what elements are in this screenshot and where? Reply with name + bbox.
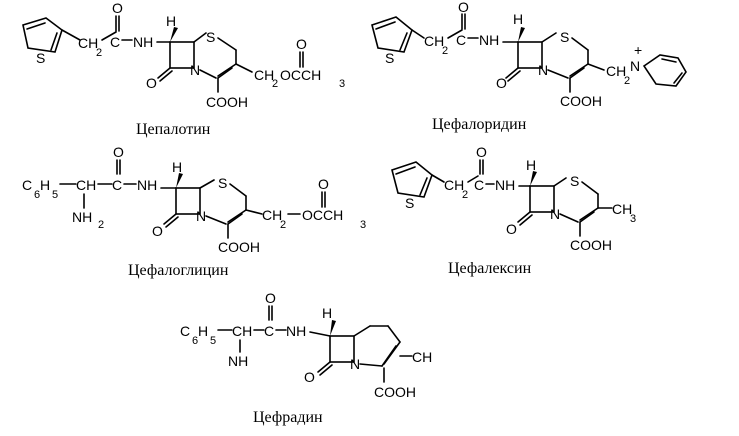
molecule-cefalexin: S CH 2 C O NH H O N S COOH CH 3 Цефалекс… xyxy=(391,144,636,277)
svg-text:CH: CH xyxy=(424,33,444,49)
svg-text:CH: CH xyxy=(412,349,432,365)
carbonyl-oxygen: O xyxy=(112,0,123,16)
svg-text:O: O xyxy=(265,290,276,306)
thiophene-ring xyxy=(22,17,63,53)
svg-text:CH: CH xyxy=(262,207,282,223)
svg-text:O: O xyxy=(476,144,487,160)
ring-nitrogen: N xyxy=(190,62,200,78)
svg-text:S: S xyxy=(570,173,579,189)
svg-text:COOH: COOH xyxy=(218,239,260,255)
svg-text:COOH: COOH xyxy=(374,384,416,400)
svg-text:CH: CH xyxy=(254,67,274,83)
svg-text:3: 3 xyxy=(630,213,636,225)
caption-cefalexin: Цефалексин xyxy=(448,260,532,277)
svg-text:2: 2 xyxy=(272,78,278,90)
svg-text:H: H xyxy=(40,177,50,193)
svg-text:COOH: COOH xyxy=(206,94,248,110)
svg-text:O: O xyxy=(146,75,157,91)
svg-text:NH: NH xyxy=(72,209,92,225)
svg-text:S: S xyxy=(218,175,227,191)
thiophene-ring xyxy=(371,16,413,53)
svg-text:NH: NH xyxy=(228,353,248,369)
svg-text:O: O xyxy=(296,36,307,52)
svg-text:O: O xyxy=(506,221,517,237)
svg-text:CH: CH xyxy=(612,201,632,217)
svg-text:S: S xyxy=(560,29,569,45)
svg-text:N: N xyxy=(550,206,560,222)
svg-text:O: O xyxy=(113,144,124,160)
svg-text:S: S xyxy=(206,29,215,45)
svg-text:OCCH: OCCH xyxy=(302,207,343,223)
svg-text:+: + xyxy=(634,42,642,58)
svg-text:3: 3 xyxy=(339,78,345,90)
molecule-cefradine: C 6 H 5 CH NH C O NH H O N COOH CH Цефра… xyxy=(180,290,432,426)
svg-text:C: C xyxy=(264,323,274,339)
svg-text:NH: NH xyxy=(495,177,515,193)
caption-cefaloridine: Цефалоридин xyxy=(432,116,527,133)
svg-text:3: 3 xyxy=(360,219,366,231)
svg-text:N: N xyxy=(538,62,548,78)
svg-text:2: 2 xyxy=(624,75,630,87)
svg-text:N: N xyxy=(196,208,206,224)
svg-text:2: 2 xyxy=(280,219,286,231)
svg-text:O: O xyxy=(318,176,329,192)
svg-text:OCCH: OCCH xyxy=(280,67,321,83)
svg-text:NH: NH xyxy=(479,32,499,48)
svg-text:S: S xyxy=(405,195,414,211)
svg-text:5: 5 xyxy=(210,335,216,347)
svg-text:5: 5 xyxy=(52,189,58,201)
svg-text:2: 2 xyxy=(98,219,104,231)
molecule-cefaloglycin: C 6 H 5 CH NH 2 C O NH H O N S COOH CH 2 xyxy=(22,144,366,279)
svg-text:H: H xyxy=(198,323,208,339)
svg-text:CH: CH xyxy=(444,177,464,193)
svg-text:COOH: COOH xyxy=(570,237,612,253)
svg-text:H: H xyxy=(526,157,536,173)
svg-text:C: C xyxy=(22,177,32,193)
sulfur-atom: S xyxy=(36,50,45,66)
svg-text:H: H xyxy=(172,159,182,175)
svg-text:N: N xyxy=(350,356,360,372)
svg-text:2: 2 xyxy=(442,45,448,57)
svg-text:N: N xyxy=(630,58,640,74)
caption-cefaloglycin: Цефалоглицин xyxy=(128,262,229,279)
svg-text:C: C xyxy=(456,32,466,48)
svg-text:2: 2 xyxy=(96,47,102,59)
svg-text:6: 6 xyxy=(192,335,198,347)
molecule-cefalotin: S CH 2 C O NH H O N S COOH CH 2 OCCH 3 xyxy=(22,0,345,138)
pyridinium-ring xyxy=(642,54,687,87)
svg-text:O: O xyxy=(304,369,315,385)
svg-text:C: C xyxy=(110,34,120,50)
svg-text:2: 2 xyxy=(462,189,468,201)
svg-text:NH: NH xyxy=(137,177,157,193)
svg-text:NH: NH xyxy=(286,323,306,339)
caption-cefradine: Цефрадин xyxy=(253,409,323,426)
svg-text:S: S xyxy=(385,50,394,66)
caption-cefalotin: Цепалотин xyxy=(136,121,211,138)
molecule-cefaloridine: S CH 2 C O NH H O N S COOH CH 2 N + xyxy=(371,0,687,133)
svg-text:H: H xyxy=(513,11,523,27)
ch2-group: CH xyxy=(78,35,98,51)
svg-text:O: O xyxy=(152,223,163,239)
svg-text:C: C xyxy=(112,177,122,193)
amide-nh: NH xyxy=(133,34,153,50)
svg-text:O: O xyxy=(458,0,469,15)
svg-text:CH: CH xyxy=(232,323,252,339)
svg-text:C: C xyxy=(180,323,190,339)
svg-text:O: O xyxy=(496,75,507,91)
svg-text:CH: CH xyxy=(606,63,626,79)
svg-text:H: H xyxy=(322,305,332,321)
svg-text:CH: CH xyxy=(76,177,96,193)
svg-text:H: H xyxy=(166,13,176,29)
thiophene-ring xyxy=(391,161,433,198)
svg-text:COOH: COOH xyxy=(560,93,602,109)
svg-text:C: C xyxy=(474,177,484,193)
svg-text:6: 6 xyxy=(34,189,40,201)
